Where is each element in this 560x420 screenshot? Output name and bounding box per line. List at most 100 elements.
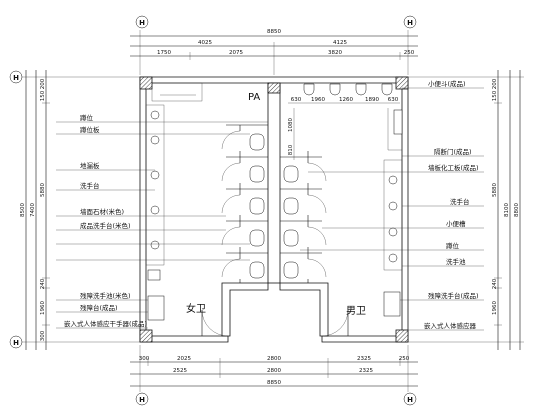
dim-right-top: 200 (492, 78, 498, 89)
dim-left-part: 7400 (30, 203, 36, 217)
dim-left-h1: 5880 (40, 183, 46, 197)
dim-left-h3: 1960 (40, 301, 46, 315)
left-label-1: 蹲位 (80, 113, 94, 122)
dim-inner-s1: 1080 (288, 118, 294, 132)
toilet-icon (283, 261, 299, 279)
left-bottom-note: 嵌入式人体感应干手器(成品) (64, 319, 147, 328)
women-stalls (221, 124, 268, 283)
dim-right-part: 8100 (504, 203, 510, 217)
men-stalls (280, 151, 327, 283)
dim-left-top: 200 (40, 78, 46, 89)
dim-right-mid: 150 (492, 90, 498, 101)
basin-icon (388, 253, 398, 263)
dim-inner-b: 1260 (339, 97, 353, 103)
women-basins (145, 104, 165, 321)
left-label-7: 残障洗手池(米色) (80, 291, 131, 300)
column-bottom-left (139, 329, 153, 343)
axis-left-top: H (13, 74, 19, 82)
axis-bottom-right: H (407, 396, 413, 404)
pipe-duct-wall (267, 82, 281, 284)
dim-inner-a: 1960 (311, 97, 325, 103)
right-label-7: 洗手池 (446, 257, 466, 266)
dim-bottom-sub-l: 2525 (173, 368, 187, 374)
column-top-left (139, 76, 153, 90)
urinal-icon (355, 83, 367, 96)
dim-inner-small: 630 (291, 97, 302, 103)
basin-icon (388, 201, 398, 211)
left-label-4: 洗手台 (80, 181, 100, 190)
urinal-row (303, 83, 403, 151)
dim-inner-d: 630 (388, 97, 399, 103)
dim-inner-s2: 810 (288, 144, 294, 155)
dim-right-h2: 240 (492, 278, 498, 289)
bottom-dimensions: 300 2025 2800 2325 250 2525 2800 2325 88… (130, 345, 418, 392)
entry-doors (201, 309, 349, 337)
basin-icon (150, 205, 160, 215)
urinal-icon (381, 83, 393, 96)
basin-icon (150, 135, 160, 145)
left-annotations: 蹲位 蹲位板 地漏板 洗手台 墙面石材(米色) 成品洗手台(米色) 残障洗手池(… (56, 113, 268, 329)
axis-top-left: H (139, 19, 145, 27)
basin-icon (150, 170, 160, 180)
basin-icon (388, 175, 398, 185)
axis-top-right: H (407, 19, 413, 27)
dim-top-right: 4125 (333, 40, 347, 46)
dim-top-left: 4025 (198, 40, 212, 46)
left-label-6: 成品洗手台(米色) (80, 221, 131, 230)
toilet-icon (249, 261, 265, 279)
left-label-8: 残障台(成品) (80, 303, 118, 312)
toilet-icon (249, 165, 265, 183)
right-label-2: 隔断门(成品) (434, 147, 472, 156)
basin-icon (150, 110, 160, 120)
dim-left-mid: 150 (40, 90, 46, 101)
dim-top-col-b: 2075 (229, 50, 243, 56)
urinal-icon (303, 83, 315, 96)
dim-right-h1: 5880 (492, 183, 498, 197)
dim-bottom-sub-r: 2325 (359, 368, 373, 374)
dim-bottom-overall: 8850 (267, 380, 281, 386)
right-label-3: 墙板化工板(成品) (428, 163, 479, 172)
left-dimensions: 8500 7400 5880 240 1960 200 150 300 (20, 70, 140, 350)
urinal-icon (329, 83, 341, 96)
column-top-right (395, 76, 409, 90)
toilet-icon (249, 133, 265, 151)
dim-top-overall: 8850 (267, 29, 281, 35)
dim-top-edge: 250 (404, 50, 415, 56)
right-dimensions: 8800 8100 5880 240 1960 200 150 1080 810 (288, 70, 524, 350)
basin-icon (150, 240, 160, 250)
dim-bottom-seg-b: 2800 (267, 356, 281, 362)
room-label-duct: PA (248, 92, 260, 103)
dim-bottom-sub-m: 2800 (267, 368, 281, 374)
dim-bottom-edge-l: 300 (139, 356, 150, 362)
dim-left-overall: 8500 (20, 203, 26, 217)
right-label-6: 蹲位 (446, 241, 460, 250)
room-label-men: 男卫 (346, 305, 366, 317)
right-label-5: 小便槽 (446, 219, 466, 228)
toilet-icon (249, 229, 265, 247)
right-mid-label: 残障洗手台(成品) (428, 291, 479, 300)
accessible-basin-icon (383, 291, 401, 317)
dim-right-h3: 1960 (492, 301, 498, 315)
dim-inner-c: 1890 (365, 97, 379, 103)
right-bottom-note: 嵌入式人体感应器 (424, 321, 477, 330)
toilet-icon (283, 197, 299, 215)
men-basins (383, 159, 403, 317)
dim-top-col-c: 3820 (328, 50, 342, 56)
dim-left-h2: 240 (40, 278, 46, 289)
right-label-4: 洗手台 (450, 197, 470, 206)
dim-top-col-a: 1750 (157, 50, 171, 56)
mop-sink-icon (147, 269, 161, 281)
axis-bubbles: H H H H H H (9, 15, 417, 406)
axis-left-bottom: H (13, 339, 19, 347)
toilet-icon (283, 229, 299, 247)
dim-right-overall: 8800 (514, 203, 520, 217)
left-label-2: 蹲位板 (80, 125, 100, 134)
left-label-5: 墙面石材(米色) (80, 207, 124, 216)
dim-bottom-edge-r: 250 (399, 356, 410, 362)
toilet-icon (249, 197, 265, 215)
left-label-3: 地漏板 (80, 161, 100, 170)
axis-bottom-left: H (139, 396, 145, 404)
dim-bottom-seg-a: 2025 (177, 356, 191, 362)
basin-icon (388, 227, 398, 237)
